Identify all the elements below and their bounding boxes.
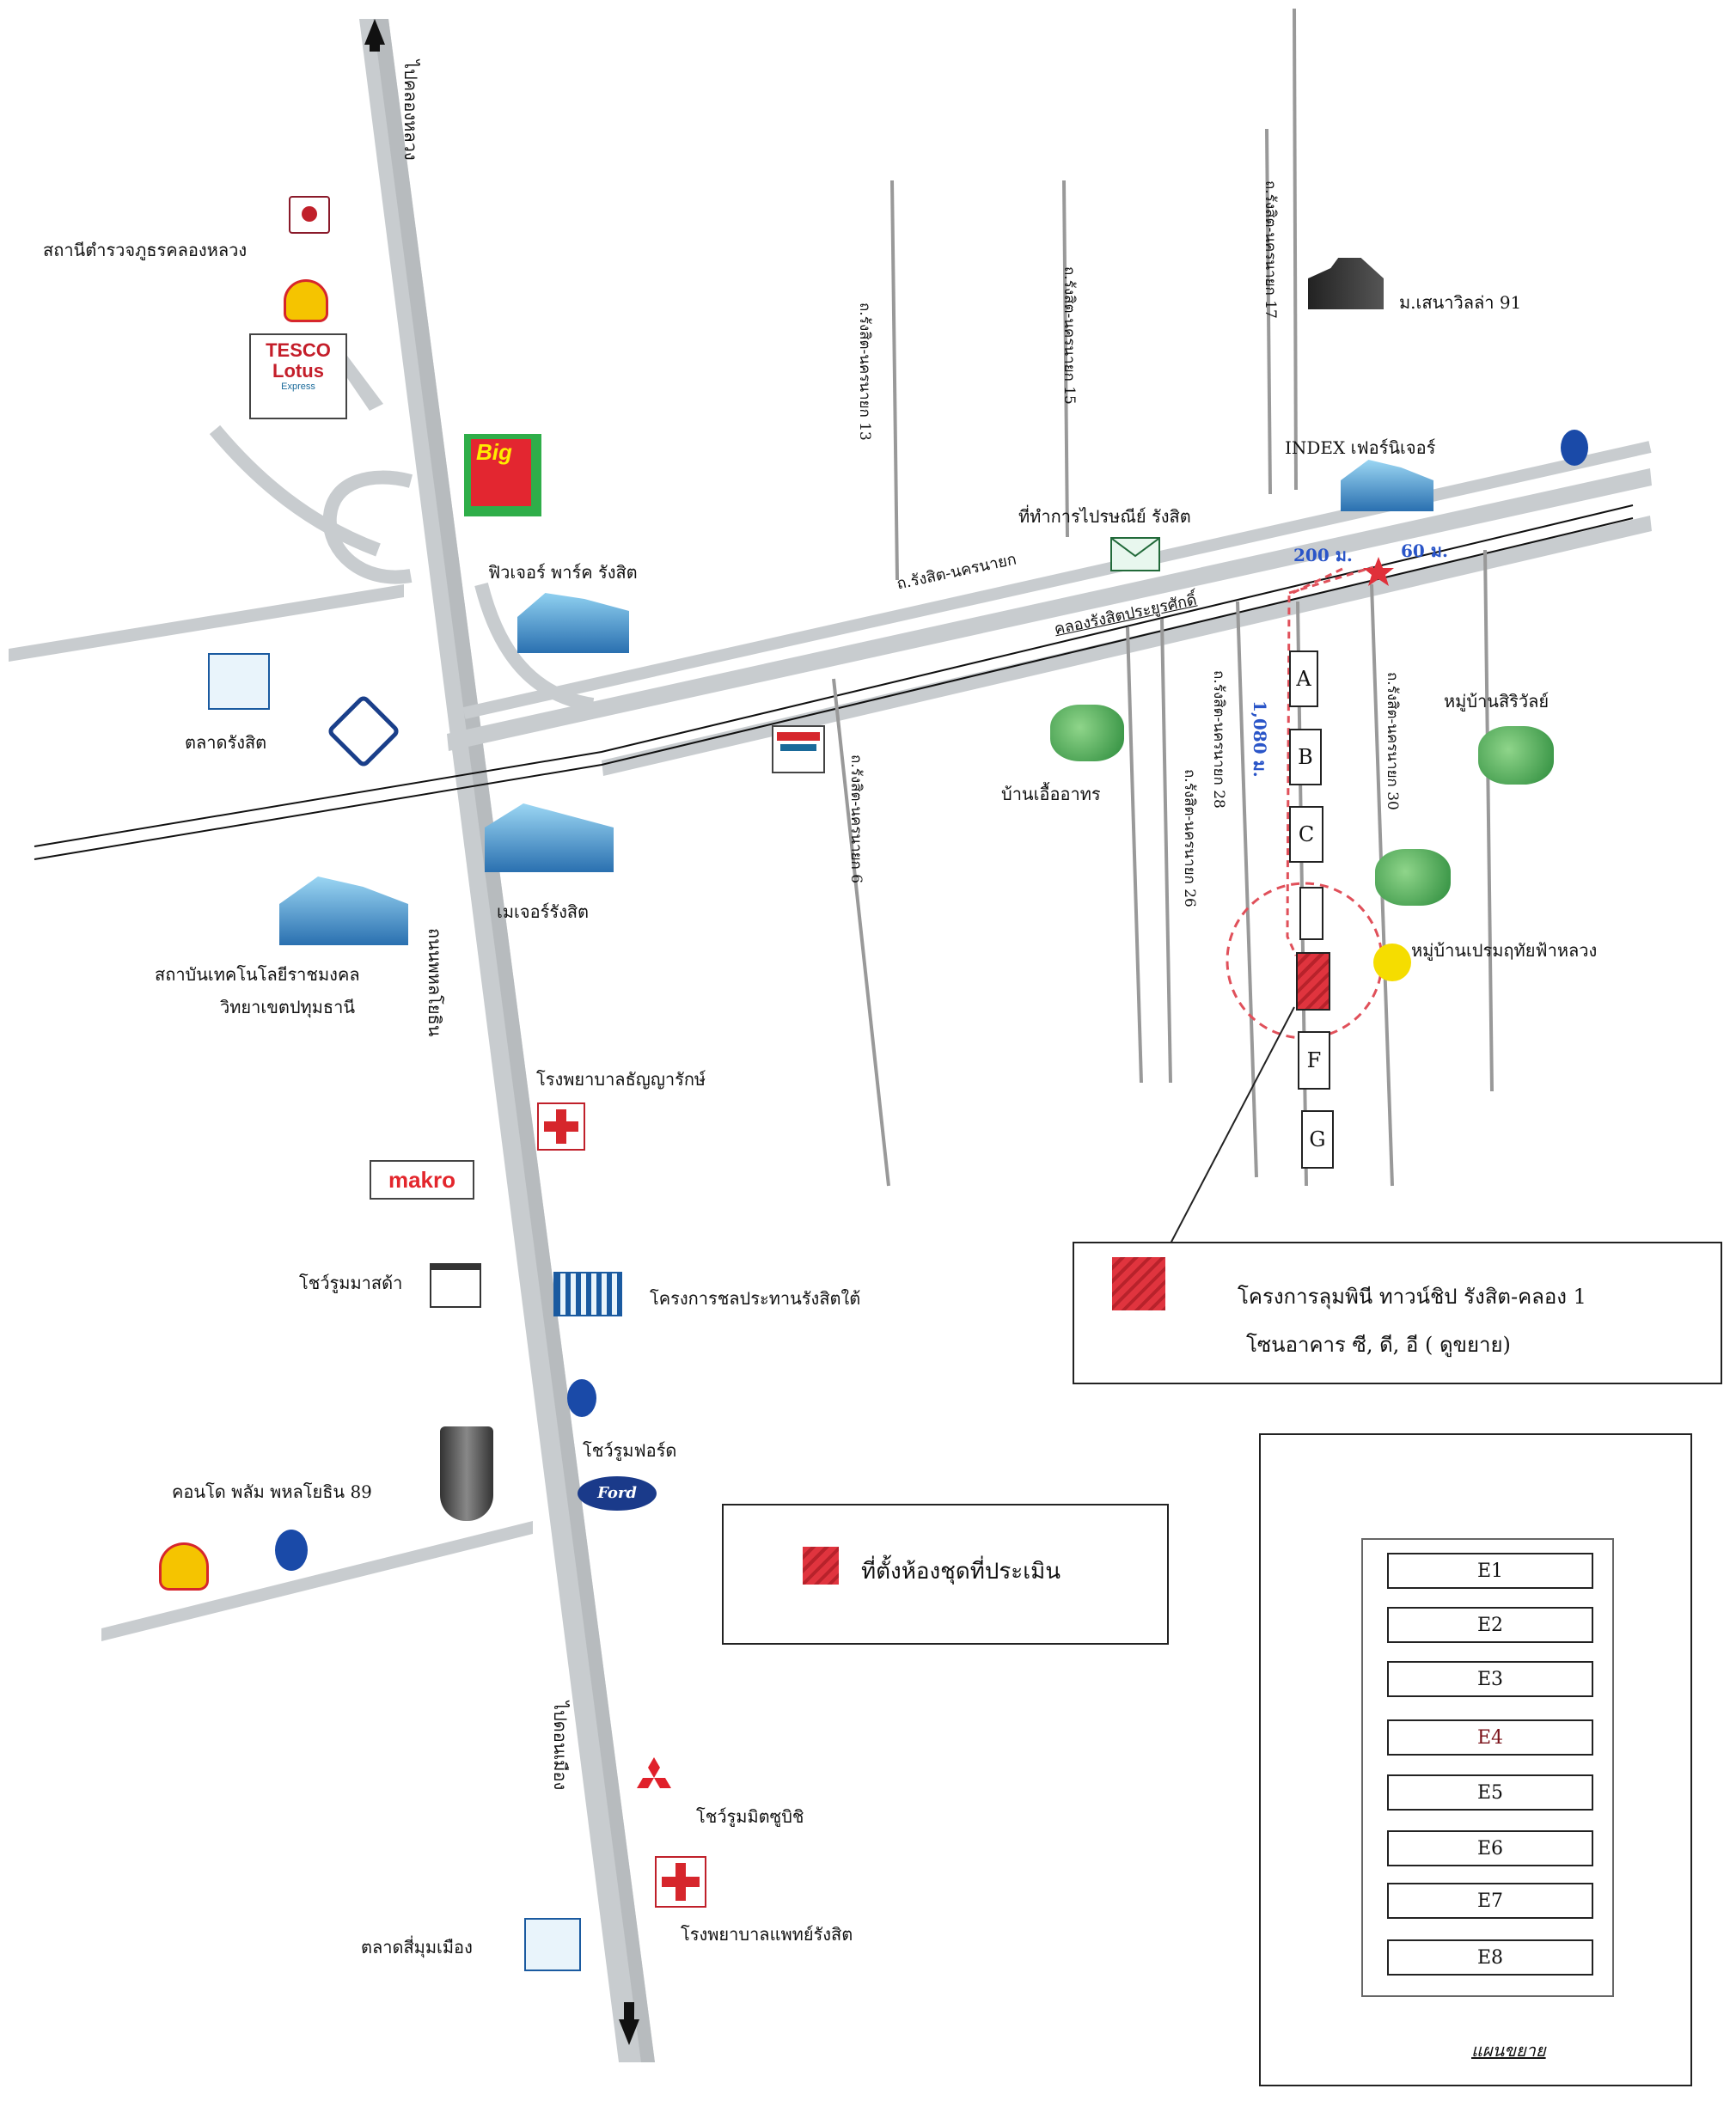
project-info-box: โครงการลุมพินี ทาวน์ชิป รังสิต-คลอง 1 โซ… (1073, 1242, 1722, 1384)
legend-box: ที่ตั้งห้องชุดที่ประเมิน (722, 1504, 1169, 1645)
detail-caption: แผนขยาย (1471, 2040, 1546, 2061)
project-swatch (1112, 1257, 1165, 1310)
block-d-highlighted: D (1296, 952, 1330, 1011)
mitsubishi-label: โชว์รูมมิตซูบิชิ (696, 1806, 804, 1827)
project-title: โครงการลุมพินี ทาวน์ชิป รังสิต-คลอง 1 (1238, 1285, 1586, 1309)
tesco-lotus-logo: TESCO Lotus Express (249, 333, 347, 419)
distance-1080m: 1,080 ม. (1250, 700, 1270, 778)
soi-28-label: ถ.รังสิต-นครนายก 28 (1210, 670, 1227, 809)
liriwan-village-icon (1478, 726, 1554, 785)
showroom-icon (430, 1263, 481, 1308)
block-f: F (1298, 1031, 1330, 1090)
legend-label: ที่ตั้งห้องชุดที่ประเมิน (861, 1559, 1061, 1585)
block-c: C (1289, 806, 1323, 863)
detail-row-e3: E3 (1387, 1661, 1593, 1697)
irrigation-icon (553, 1272, 622, 1316)
tesco-small-logo (772, 725, 825, 773)
post-office-label: ที่ทำการไปรษณีย์ รังสิต (1018, 506, 1191, 527)
hospital-1-icon (537, 1102, 585, 1151)
talad-simummuang-label: ตลาดสี่มุมเมือง (361, 1937, 473, 1957)
detail-row-e1: E1 (1387, 1553, 1593, 1589)
detail-row-e8: E8 (1387, 1939, 1593, 1976)
rmutt-label-2: วิทยาเขตปทุมธานี (220, 997, 356, 1017)
talad-rangsit-label: ตลาดรังสิต (185, 732, 267, 753)
major-label: เมเจอร์รังสิต (497, 901, 590, 922)
north-direction-label: ไปคลองหลวง (400, 60, 421, 161)
detail-row-e6: E6 (1387, 1830, 1593, 1866)
ford-logo: Ford (578, 1476, 657, 1511)
pruksa-label: หมู่บ้านเปรมฤทัยฟ้าหลวง (1411, 940, 1598, 961)
block-b: B (1289, 729, 1322, 785)
ford-label: โชว์รูมฟอร์ด (583, 1440, 677, 1461)
big-c-logo: Big (464, 434, 541, 516)
shell-icon-2 (159, 1542, 209, 1591)
soi-17-label: ถ.รังสิต-นครนายก 17 (1262, 180, 1279, 319)
detail-row-e7: E7 (1387, 1883, 1593, 1919)
ptt-icon-3 (1561, 430, 1588, 466)
eua-arthorn-label: บ้านเอื้ออาทร (1001, 784, 1101, 804)
south-direction-label: ไปดอนเมือง (550, 1701, 571, 1791)
legend-swatch (803, 1547, 839, 1585)
project-subtitle: โซนอาคาร ซี, ดี, อี ( ดูขยาย) (1246, 1333, 1511, 1357)
ptt-icon (567, 1379, 596, 1417)
mazda-label: โชว์รูมมาสด้า (299, 1273, 403, 1293)
distance-200m: 200 ม. (1293, 545, 1353, 565)
police-label: สถานีตำรวจภูธรคลองหลวง (43, 240, 248, 260)
target-star-icon (1363, 557, 1394, 586)
hospital-2-icon (655, 1856, 706, 1908)
liriwan-label: หมู่บ้านสิริวัลย์ (1444, 691, 1550, 711)
condo-label: คอนโด พลัม พหลโยธิน 89 (172, 1481, 372, 1502)
rmutt-label: สถาบันเทคโนโลยีราชมงคล (155, 964, 360, 985)
soi-30-label: ถ.รังสิต-นครนายก 30 (1384, 672, 1401, 810)
soi-6-label: ถ.รังสิต-นครนายก 6 (847, 754, 865, 884)
pruksa-village-icon (1375, 849, 1451, 906)
phahonyothin-road (359, 19, 655, 2062)
makro-logo: makro (370, 1160, 474, 1200)
condo-building-icon (440, 1426, 493, 1521)
soi-13-label: ถ.รังสิต-นครนายก 13 (856, 302, 873, 441)
distance-60m: 60 ม. (1401, 540, 1448, 561)
eua-arthorn-icon (1050, 705, 1124, 761)
police-icon (289, 196, 330, 234)
soi-15-label: ถ.รังสิต-นครนายก 15 (1061, 266, 1078, 405)
shell-icon (284, 279, 328, 322)
block-a: A (1289, 650, 1318, 707)
detail-row-e4-highlighted: E4 (1387, 1719, 1593, 1756)
block-e-small: E (1299, 887, 1323, 940)
market-icon-2 (524, 1918, 581, 1971)
south-arrow-icon (619, 2019, 639, 2045)
yellow-sun-icon (1373, 944, 1411, 981)
index-label: INDEX เฟอร์นิเจอร์ (1285, 437, 1436, 458)
detail-row-e5: E5 (1387, 1774, 1593, 1811)
mitsubishi-logo (634, 1756, 674, 1795)
senna-label: ม.เสนาวิลล่า 91 (1399, 292, 1522, 313)
mail-icon (1110, 537, 1160, 571)
market-icon (208, 653, 270, 710)
hospital-1-label: โรงพยาบาลธัญญารักษ์ (536, 1069, 706, 1090)
hospital-2-label: โรงพยาบาลแพทย์รังสิต (681, 1924, 853, 1945)
soi-26-label: ถ.รังสิต-นครนายก 26 (1181, 769, 1198, 907)
ptt-icon-2 (275, 1530, 308, 1571)
irrigation-label: โครงการชลประทานรังสิตใต้ (650, 1288, 861, 1309)
main-road-label: ถนนพหลโยธิน (425, 928, 445, 1037)
future-park-label: ฟิวเจอร์ พาร์ค รังสิต (488, 562, 638, 583)
detail-row-e2: E2 (1387, 1607, 1593, 1643)
block-g: G (1301, 1110, 1334, 1169)
